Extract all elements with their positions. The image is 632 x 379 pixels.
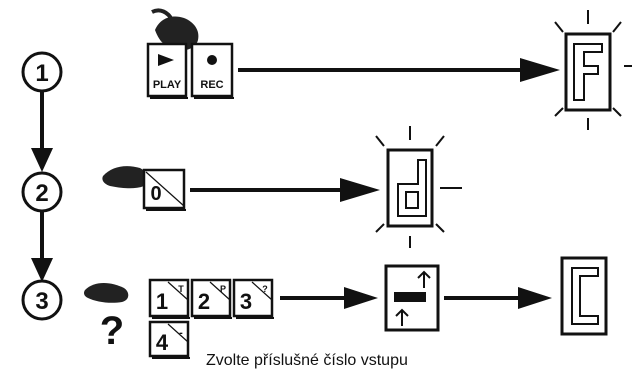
step-circle-1: 1 [21,51,63,93]
question-mark: ? [100,309,124,353]
key-1-sup: T [178,284,184,294]
zero-key[interactable]: 0 [142,168,186,211]
arrow-row3b [444,287,552,309]
rec-key[interactable]: REC [190,42,234,99]
arrow-row3a [280,287,378,309]
flow-arrow-1-to-2 [31,92,53,172]
display-d: d [375,126,462,248]
step-number-1: 1 [35,60,48,87]
play-key[interactable]: PLAY [146,42,188,99]
key-3-label: 3 [240,289,252,314]
key-2[interactable]: 2 P [190,278,232,319]
display-selection [384,264,440,332]
hand-pointer-icon [84,283,129,303]
key-3[interactable]: 3 ? [232,278,274,319]
hand-pointer-icon [151,8,199,51]
key-1-label: 1 [156,289,168,314]
flow-arrow-2-to-3 [31,212,53,282]
rec-key-label: REC [200,79,223,91]
play-icon [158,54,174,66]
key-4-label: 4 [156,330,169,355]
hand-pointer-icon [102,166,148,189]
key-4[interactable]: 4 - [148,320,190,359]
step-circle-3: 3 [21,279,63,321]
caption: Zvolte příslušné číslo vstupu [206,352,408,369]
arrow-row2 [190,178,380,202]
display-C: C [560,256,608,336]
display-F: F [554,10,632,130]
blink-rays-icon [554,10,632,130]
blink-rays-icon [375,126,462,248]
key-1[interactable]: 1 T [148,278,190,319]
step-circle-2: 2 [21,171,63,213]
record-icon [207,55,217,65]
key-2-label: 2 [198,289,210,314]
step-number-3: 3 [35,288,48,315]
up-arrow-icon [417,270,431,288]
step-number-2: 2 [35,180,48,207]
arrow-row1 [238,58,560,82]
play-key-label: PLAY [153,79,182,91]
up-arrow-icon [395,308,409,326]
key-3-sup: ? [262,284,268,294]
key-4-sup: - [179,327,183,339]
zero-key-label: 0 [150,183,161,205]
key-2-sup: P [220,284,226,294]
